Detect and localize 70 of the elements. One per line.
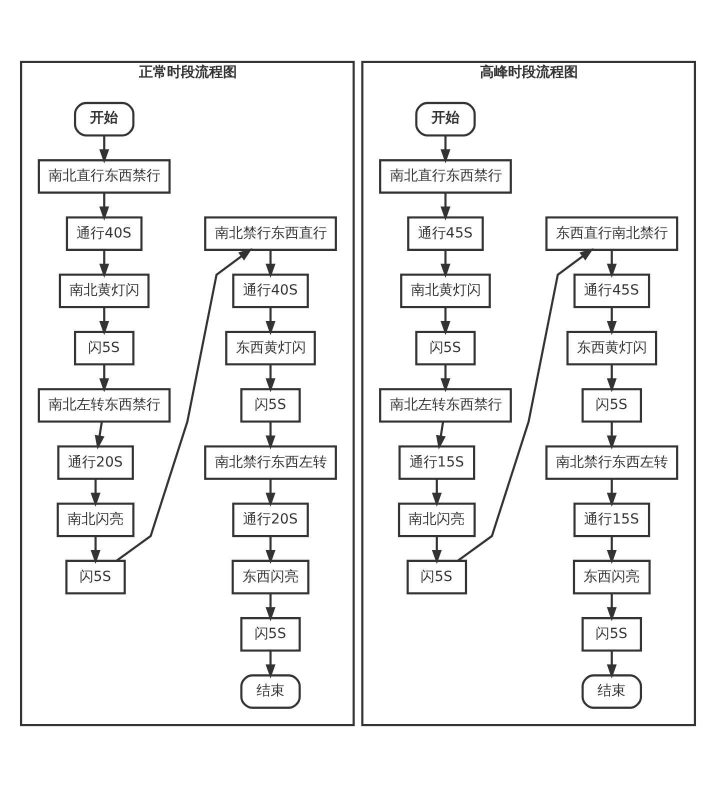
node-box: 闪5S — [582, 388, 642, 423]
arrow — [606, 364, 617, 392]
arrow — [457, 248, 594, 562]
arrow — [436, 422, 446, 450]
arrow — [99, 136, 110, 164]
node-box: 南北黄灯闪 — [58, 274, 150, 308]
arrow — [606, 250, 617, 278]
node-box: 通行40S — [66, 216, 143, 251]
arrow — [440, 192, 450, 221]
node-box: 闪5S — [74, 330, 134, 366]
node-box: 南北直行东西禁行 — [379, 159, 512, 194]
node-box: 通行20S — [232, 502, 309, 538]
node-box: 开始 — [74, 102, 134, 136]
arrow — [266, 422, 276, 450]
arrow — [266, 307, 276, 336]
arrow — [90, 479, 100, 507]
arrow — [266, 364, 276, 392]
arrow — [99, 364, 110, 392]
arrow — [266, 479, 276, 507]
node-box: 南北闪亮 — [398, 502, 476, 538]
node-box: 开始 — [415, 102, 476, 136]
node-box: 东西黄灯闪 — [225, 330, 316, 366]
arrow — [440, 250, 450, 278]
node-box: 南北直行东西禁行 — [38, 159, 171, 194]
arrow — [116, 248, 252, 562]
node-box: 通行45S — [573, 274, 650, 308]
node-box: 结束 — [582, 674, 642, 709]
arrow — [90, 536, 100, 564]
arrow — [606, 650, 617, 678]
arrow — [606, 307, 617, 336]
node-box: 南北左转东西禁行 — [38, 388, 171, 423]
arrow — [266, 536, 276, 564]
node-box: 通行45S — [407, 216, 484, 251]
arrow — [99, 307, 110, 336]
arrow — [606, 594, 617, 622]
node-box: 闪5S — [65, 560, 126, 594]
node-box: 闪5S — [406, 560, 468, 594]
node-box: 闪5S — [582, 617, 642, 652]
node-box: 东西闪亮 — [572, 560, 651, 594]
node-box: 通行20S — [57, 445, 134, 480]
node-box: 东西黄灯闪 — [566, 330, 658, 366]
node-box: 结束 — [240, 674, 301, 709]
node-box: 南北黄灯闪 — [400, 274, 491, 308]
node-box: 闪5S — [415, 330, 476, 366]
node-box: 通行15S — [573, 502, 650, 538]
arrow — [432, 536, 442, 564]
node-box: 南北闪亮 — [56, 502, 134, 538]
arrow — [266, 650, 276, 678]
node-box: 闪5S — [240, 388, 301, 423]
arrow — [266, 594, 276, 622]
arrow — [606, 536, 617, 564]
node-box: 南北禁行东西直行 — [204, 216, 337, 251]
node-box: 通行40S — [232, 274, 309, 308]
arrow — [440, 364, 450, 392]
arrow — [94, 422, 104, 450]
node-box: 东西直行南北禁行 — [545, 216, 678, 251]
arrow — [432, 479, 442, 507]
arrow — [99, 250, 110, 278]
node-box: 南北禁行东西左转 — [545, 445, 678, 480]
arrow — [606, 422, 617, 450]
node-box: 南北左转东西禁行 — [379, 388, 512, 423]
arrow — [266, 250, 276, 278]
arrow — [440, 307, 450, 336]
arrow — [99, 192, 110, 221]
node-box: 闪5S — [240, 617, 301, 652]
arrow — [606, 479, 617, 507]
arrow — [440, 136, 450, 164]
node-box: 通行15S — [398, 445, 476, 480]
node-box: 东西闪亮 — [232, 560, 310, 594]
node-box: 南北禁行东西左转 — [204, 445, 337, 480]
